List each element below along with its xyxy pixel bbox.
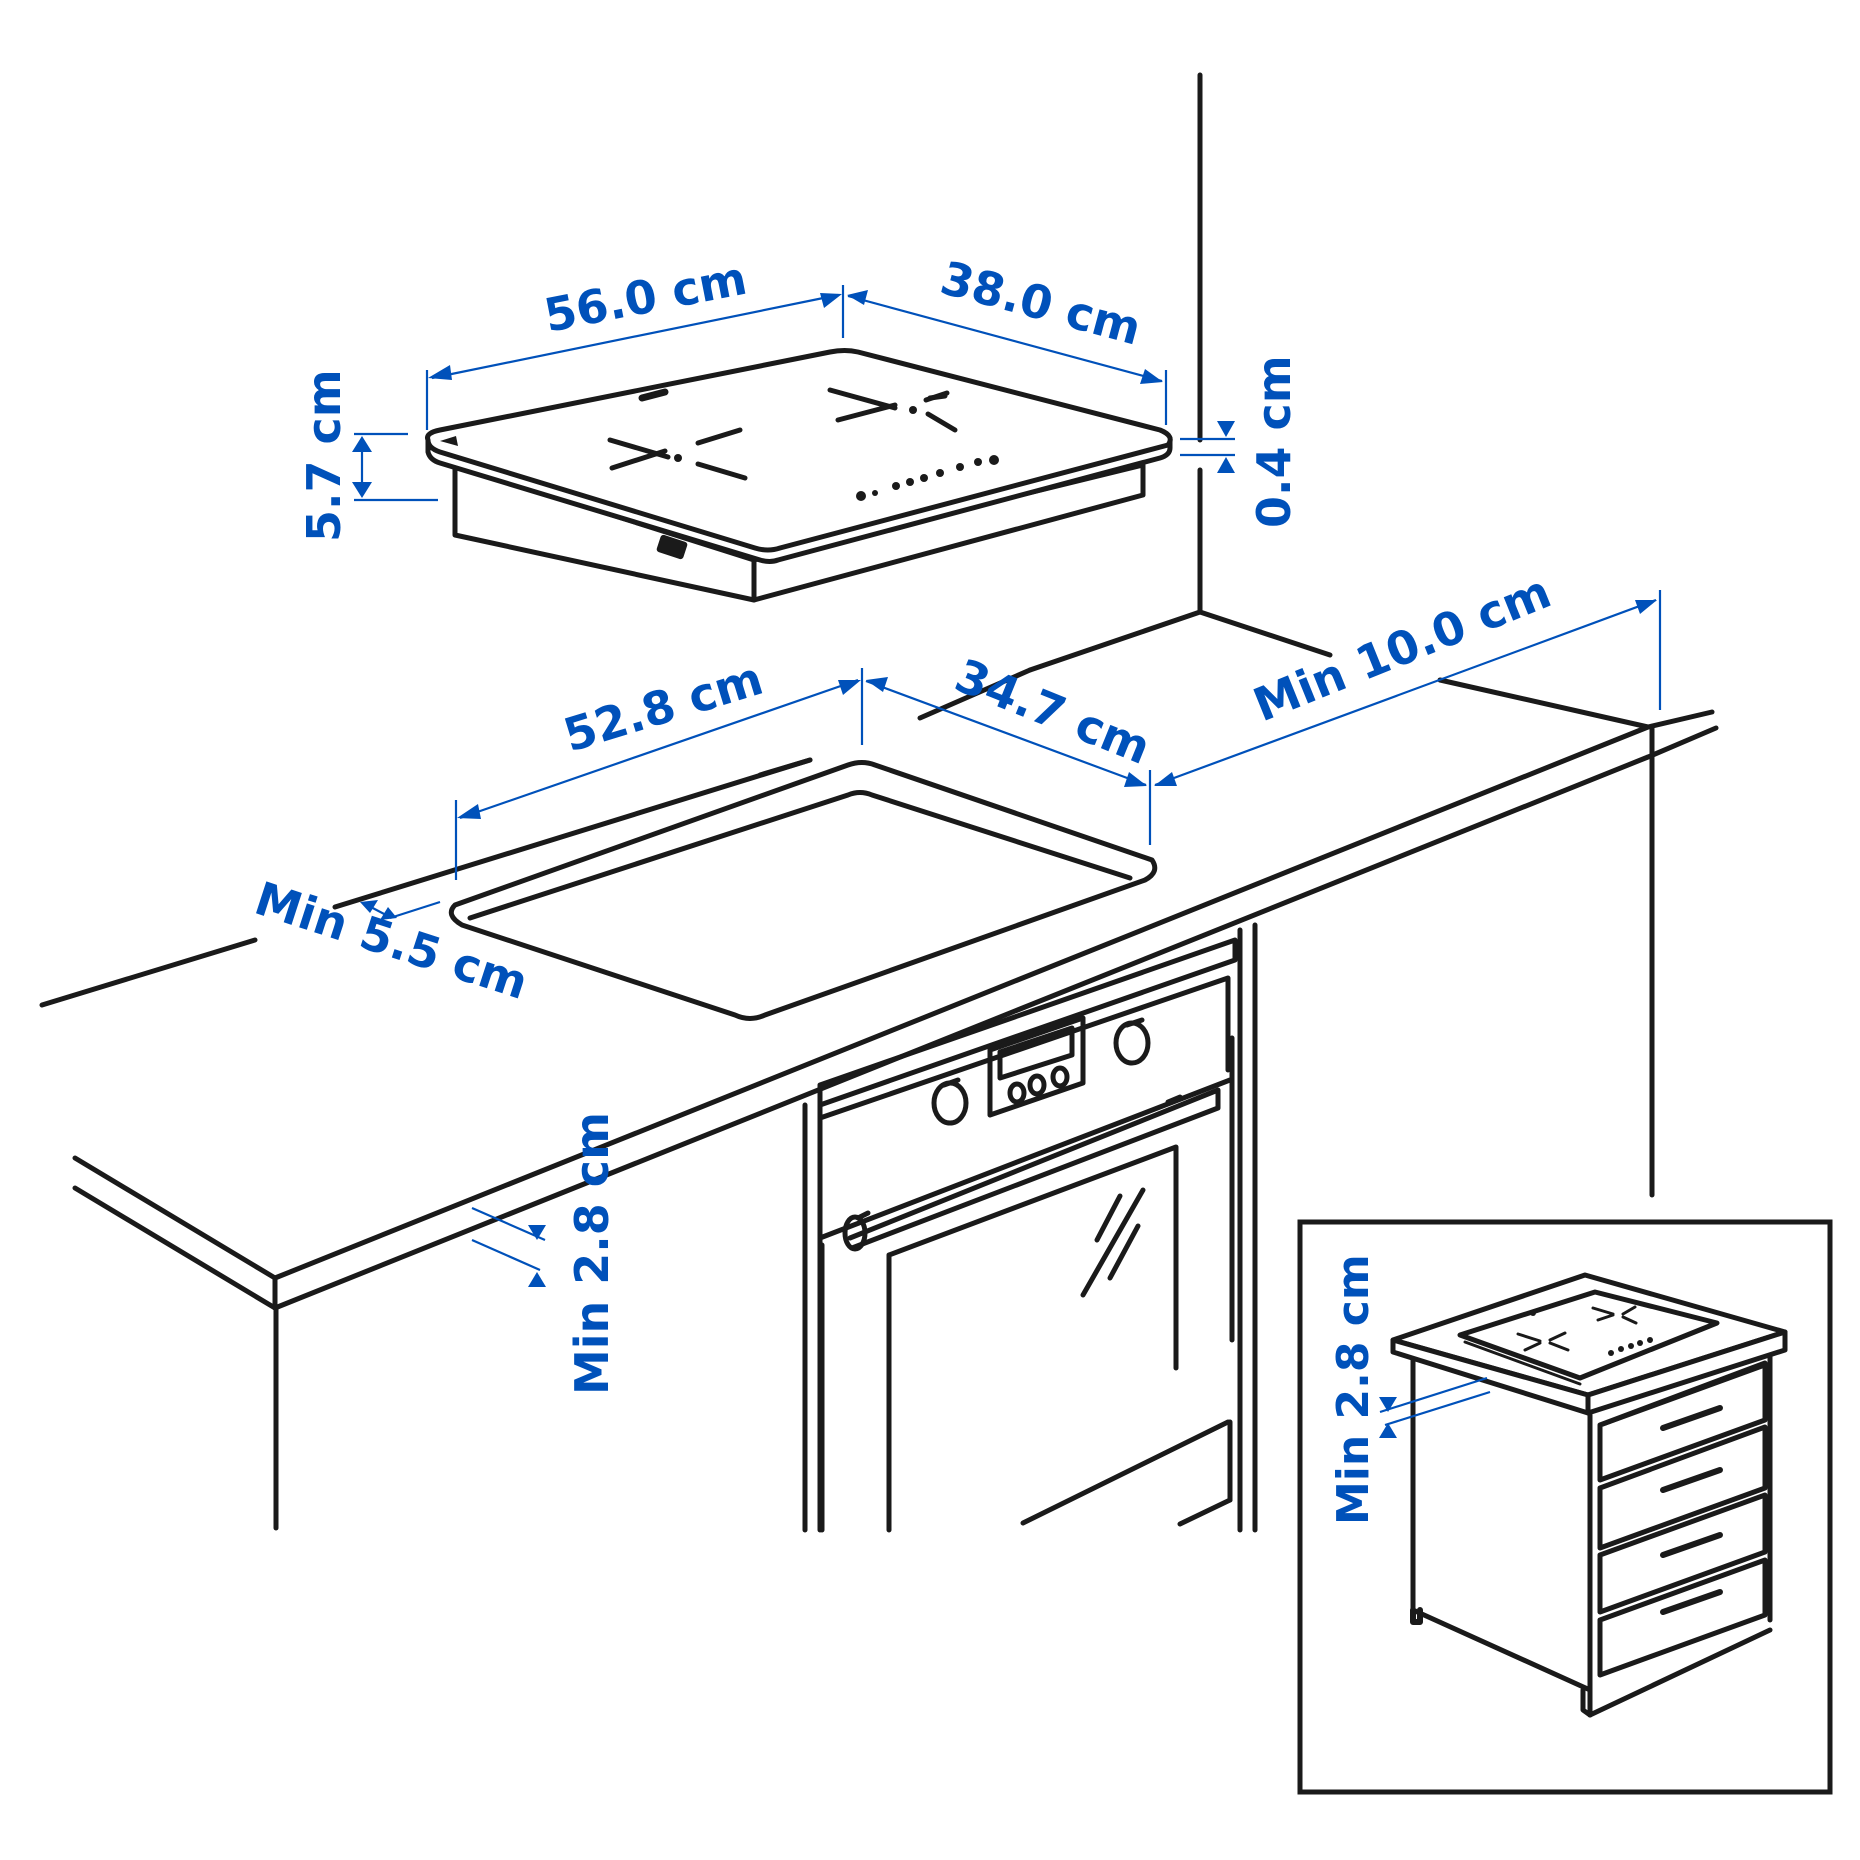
- label-hob-width: 56.0 cm: [540, 251, 751, 343]
- touch-controls[interactable]: [856, 455, 999, 501]
- oven-window: [886, 1144, 1233, 1533]
- oven-knob-right[interactable]: [1113, 1017, 1151, 1066]
- label-cutout-width: 52.8 cm: [557, 651, 769, 762]
- inset-drawers: [1597, 1360, 1768, 1678]
- label-hob-height: 5.7 cm: [297, 369, 351, 542]
- dimension-cutout-depth: 34.7 cm: [865, 648, 1158, 845]
- label-min-worktop-thickness: Min 2.8 cm: [565, 1112, 619, 1395]
- inset-controls: [1608, 1337, 1653, 1356]
- dimension-hob-top-thickness: 0.4 cm: [1180, 355, 1301, 528]
- oven-display: [987, 1015, 1086, 1118]
- oven-buttons[interactable]: [1007, 1065, 1070, 1105]
- dimension-hob-height: 5.7 cm: [297, 369, 438, 542]
- dimension-min-worktop-thickness: Min 2.8 cm: [471, 1112, 619, 1395]
- label-hob-depth: 38.0 cm: [935, 250, 1147, 355]
- inset-panel: Min 2.8 cm: [1297, 1219, 1833, 1795]
- oven-door-handle[interactable]: [842, 1087, 1221, 1252]
- worktop-cutout: [448, 760, 1158, 1021]
- label-min-side-distance: Min 10.0 cm: [1246, 564, 1558, 732]
- inset-dimension-worktop-thickness: Min 2.8 cm: [1328, 1254, 1491, 1525]
- inset-cooking-zones: [1516, 1305, 1638, 1352]
- label-inset-min-worktop-thickness: Min 2.8 cm: [1328, 1254, 1379, 1525]
- oven-knob-left[interactable]: [931, 1077, 969, 1126]
- label-cutout-depth: 34.7 cm: [948, 648, 1158, 775]
- inset-cabinet: [1390, 1272, 1788, 1718]
- induction-hob: [425, 348, 1173, 603]
- worktop: [39, 667, 1719, 1531]
- oven: [817, 975, 1235, 1533]
- wall-corner: [1027, 72, 1651, 730]
- label-hob-top-thickness: 0.4 cm: [1247, 355, 1301, 528]
- dimension-cutout-width: 52.8 cm: [454, 651, 864, 880]
- cooking-zone-right: [827, 387, 958, 433]
- cooking-zone-left: [607, 427, 748, 481]
